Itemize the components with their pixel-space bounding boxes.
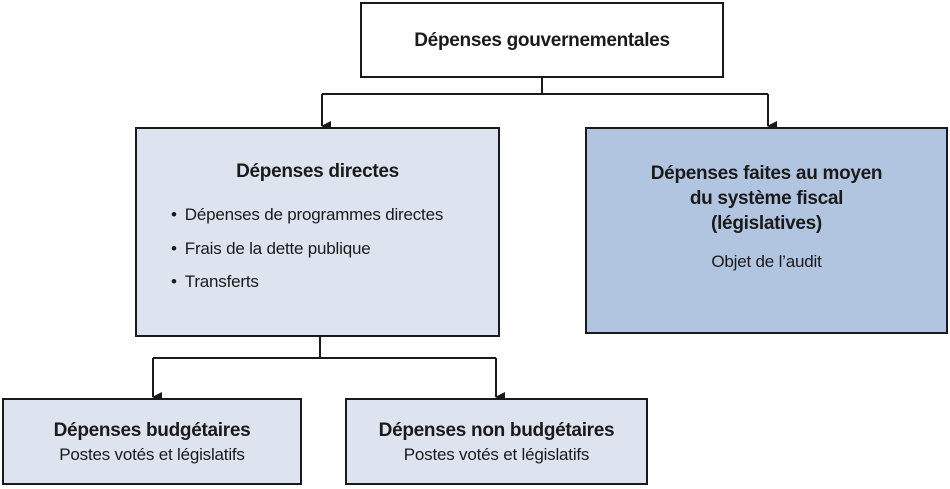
non-budgetary-spending-subtitle: Postes votés et législatifs [403,444,590,464]
direct-spending-list: Dépenses de programmes directes Frais de… [171,198,444,299]
tax-expenditures-box: Dépenses faites au moyen du système fisc… [585,127,948,334]
government-spending-box: Dépenses gouvernementales [360,2,724,78]
budgetary-spending-title: Dépenses budgétaires [53,419,251,441]
government-spending-title: Dépenses gouvernementales [414,29,670,51]
list-item: Frais de la dette publique [171,232,443,266]
direct-spending-box: Dépenses directes Dépenses de programmes… [135,127,500,337]
list-item: Dépenses de programmes directes [171,198,444,232]
tax-expenditures-title-line: Dépenses faites au moyen [650,163,883,184]
non-budgetary-spending-title: Dépenses non budgétaires [378,419,615,441]
tax-expenditures-title-line: (législatives) [711,213,822,234]
non-budgetary-spending-box: Dépenses non budgétaires Postes votés et… [345,398,648,485]
audit-subject-label: Objet de l’audit [711,252,822,271]
budgetary-spending-box: Dépenses budgétaires Postes votés et lég… [2,398,302,485]
list-item: Transferts [171,265,443,299]
tax-expenditures-title-line: du système fiscal [689,188,844,209]
budgetary-spending-subtitle: Postes votés et législatifs [59,444,245,464]
direct-spending-title: Dépenses directes [236,161,399,182]
